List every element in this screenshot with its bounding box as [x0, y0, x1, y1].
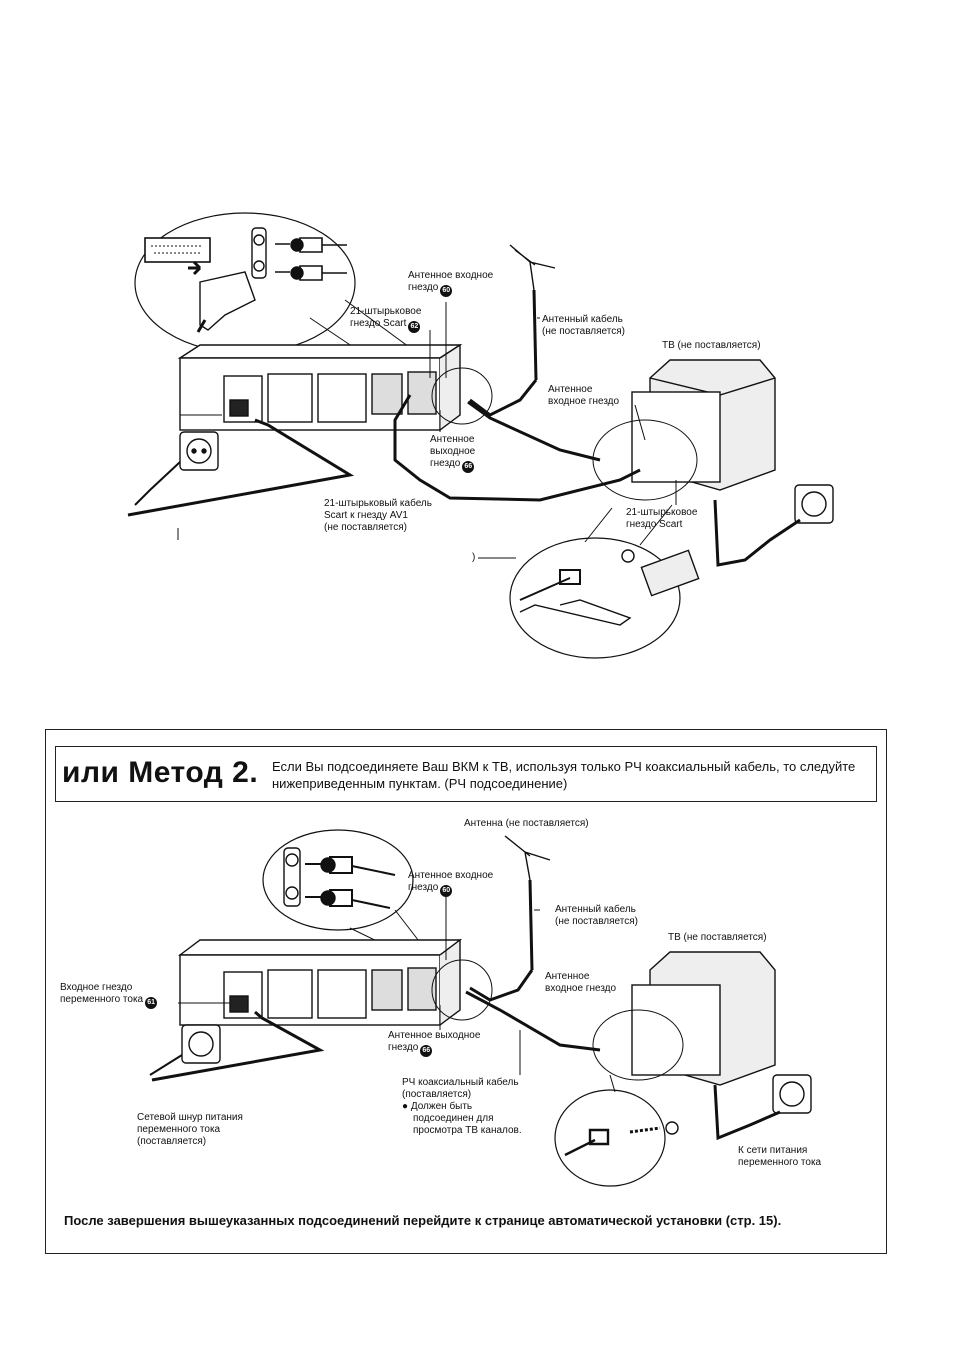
ref-number-badge: 66: [420, 1045, 433, 1057]
wall-socket-icon: [794, 484, 834, 524]
ref-number-badge: 60: [440, 285, 453, 297]
tv-illustration: [631, 359, 776, 491]
method-2-description: Если Вы подсоединяете Ваш ВКМ к ТВ, испо…: [272, 759, 856, 791]
ref-number-badge: 62: [408, 321, 421, 333]
scart-socket-icon: [144, 237, 211, 263]
label-antenna-cable: Антенный кабель (не поставляется): [555, 904, 638, 927]
ref-number-badge: 66: [462, 461, 475, 473]
wall-socket-icon: [179, 431, 219, 471]
label-tv-antenna-input: Антенное входное гнездо: [548, 384, 620, 407]
label-antenna: Антенна (не поставляется): [464, 818, 589, 829]
method-2-box: [45, 729, 887, 1254]
label-tv-antenna-input: Антенное входное гнездо: [545, 971, 617, 994]
label-tv-scart-socket: 21-штырьковое гнездо Scart: [626, 507, 698, 530]
zoom-circle-tv-rear: [509, 537, 681, 659]
stray-paren: ): [472, 552, 476, 563]
label-tv: ТВ (не поставляется): [662, 340, 761, 351]
method-2-header: [55, 746, 877, 802]
ref-number-badge: 60: [440, 885, 453, 897]
label-antenna-cable: Антенный кабель (не поставляется): [542, 314, 625, 337]
method-2-title: или Метод 2.: [62, 756, 259, 789]
label-tv: ТВ (не поставляется): [668, 932, 767, 943]
label-power-cord: Сетевой шнур питания переменного тока (п…: [137, 1112, 243, 1147]
label-rf-cable: РЧ коаксиальный кабель (поставляется) ● …: [402, 1077, 522, 1136]
footer-instruction: После завершения вышеуказанных подсоедин…: [64, 1213, 782, 1228]
scart-plug-icon: [199, 271, 256, 331]
connection-diagram-scart: [127, 212, 834, 659]
vcr-unit-illustration: [177, 343, 463, 431]
ref-number-badge: 61: [145, 997, 158, 1009]
antenna-icon: [509, 244, 556, 291]
label-mains: К сети питания переменного тока: [738, 1145, 822, 1168]
label-scart-cable: 21-штырьковый кабель Scart к гнезду AV1 …: [324, 498, 432, 533]
